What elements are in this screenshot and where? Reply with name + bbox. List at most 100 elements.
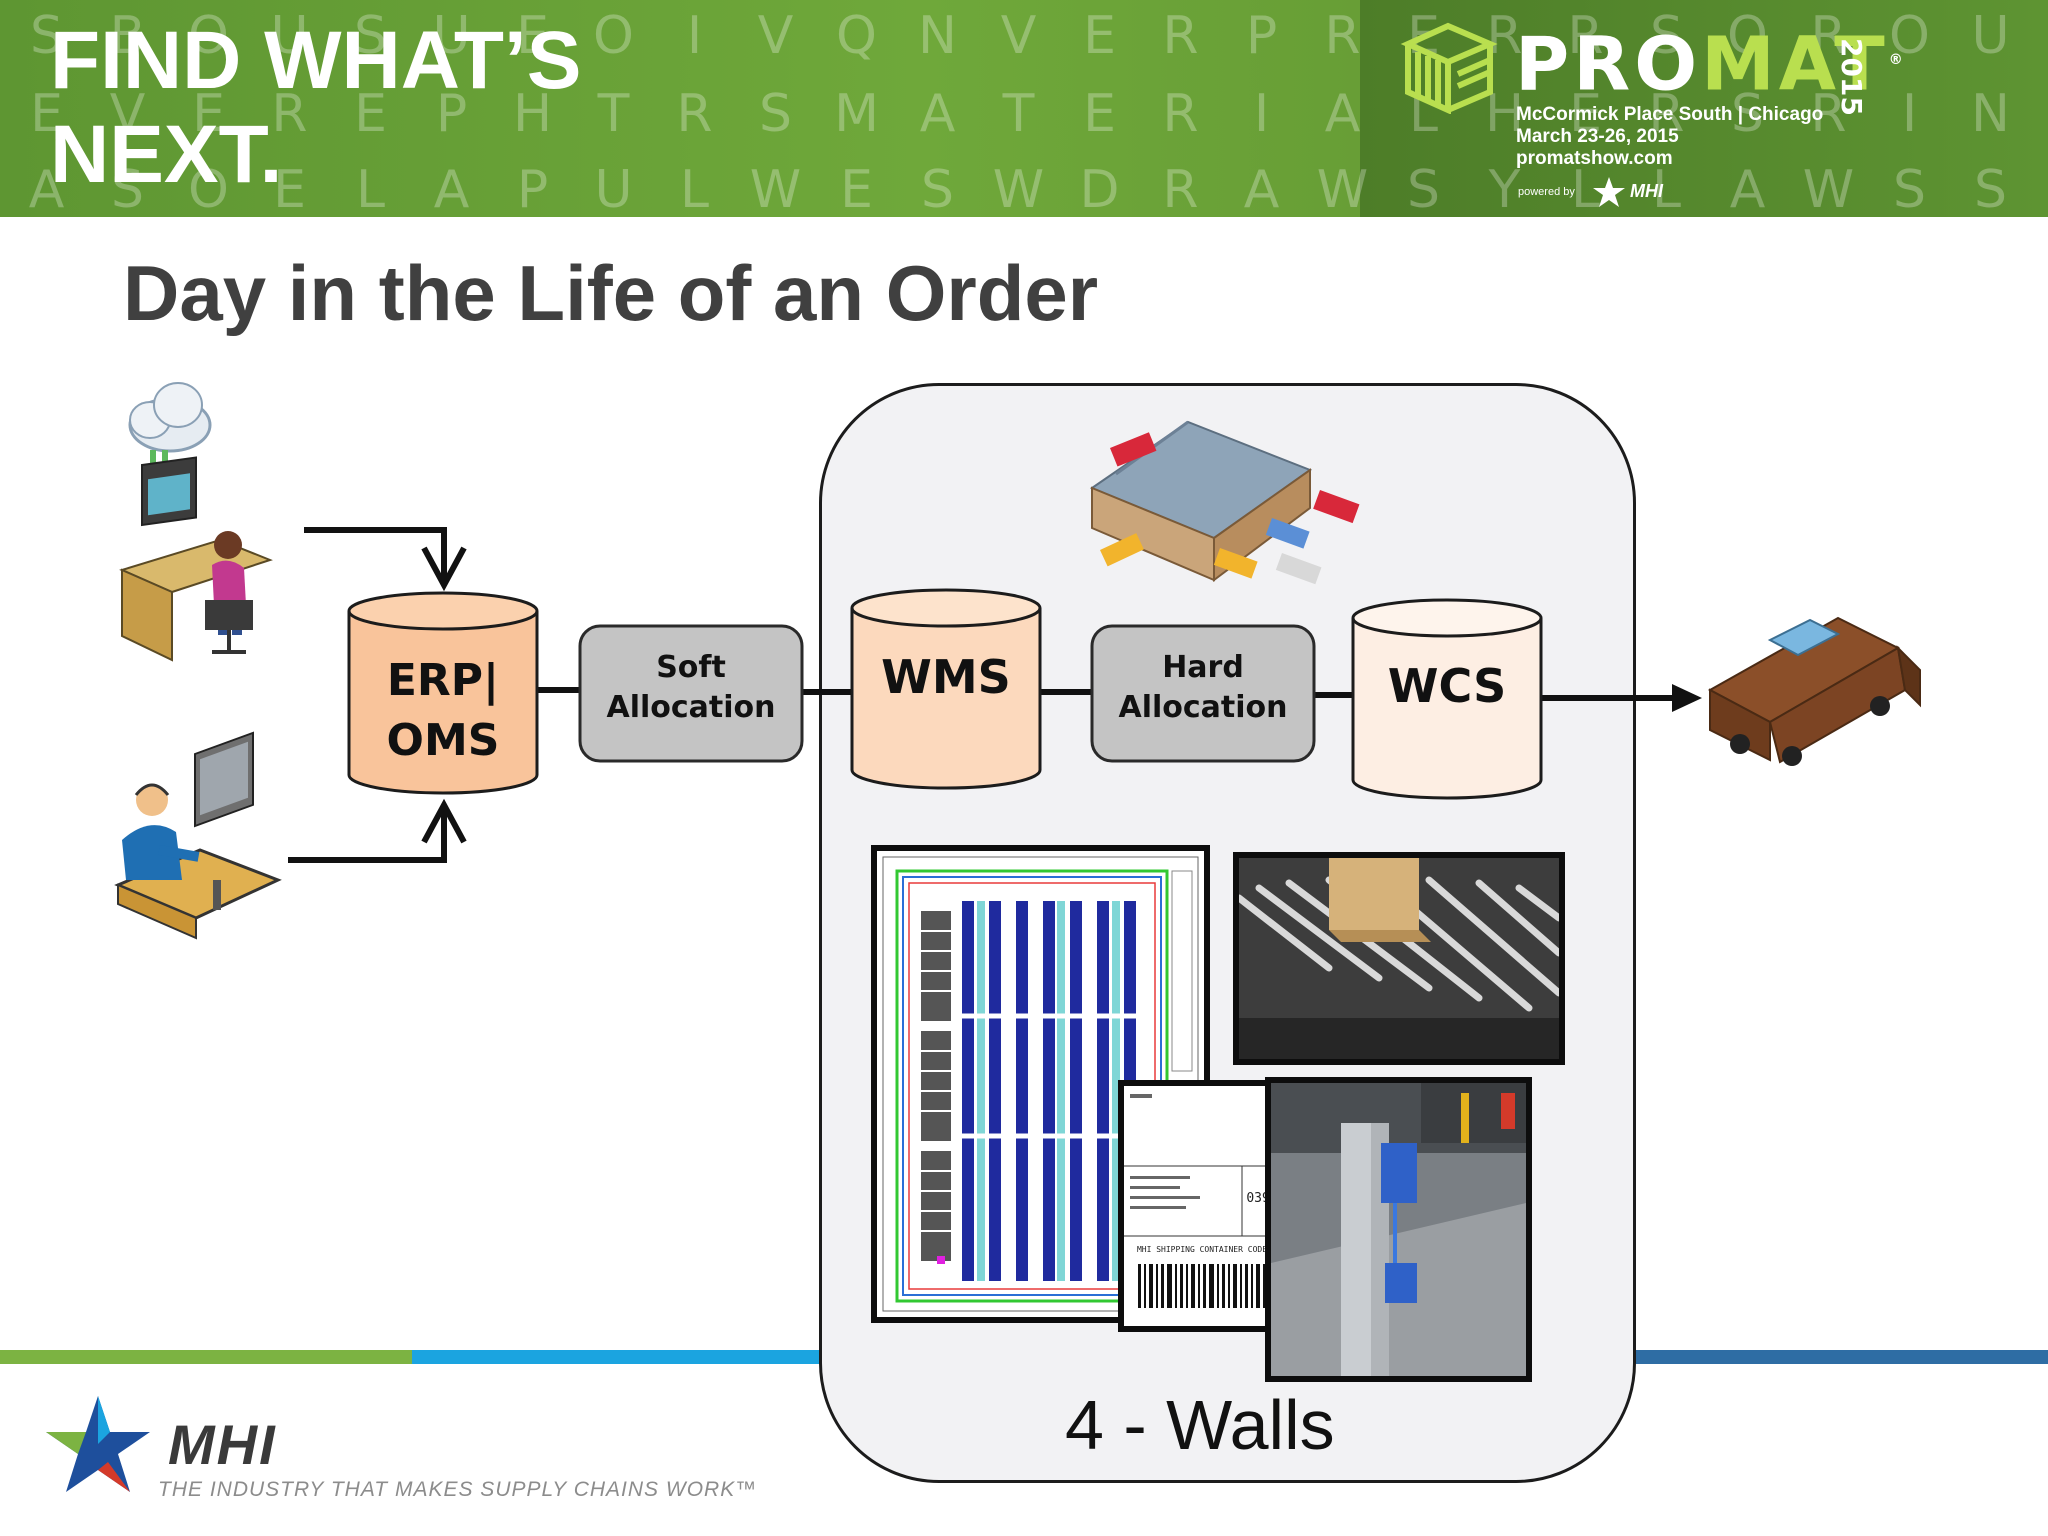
banner-letter: U — [270, 6, 309, 66]
banner-letter: U — [1971, 6, 2010, 66]
banner-letter: T — [1002, 84, 1035, 144]
promat-cube-icon — [1400, 22, 1498, 114]
mhi-star-logo-icon — [46, 1396, 150, 1492]
banner-letter: U — [594, 160, 633, 217]
banner-letter: N — [1971, 84, 2010, 144]
arrowhead-up — [421, 798, 467, 844]
promat-word-light: MAT — [1701, 21, 1889, 108]
banner-letter: I — [1253, 84, 1270, 144]
banner-letter: E — [273, 160, 306, 217]
banner-letter: I — [686, 6, 703, 66]
banner-letter: E — [1083, 84, 1116, 144]
banner-letter: W — [992, 160, 1045, 217]
banner-letter: O — [1889, 6, 1930, 66]
header-banner: SBOUSUEOIVQNVERPRERRSOROUS EVEREPHTRSMAT… — [0, 0, 2048, 217]
banner-letter: H — [512, 84, 553, 144]
scanner-photo — [1265, 1077, 1532, 1382]
banner-letter: S — [29, 6, 63, 66]
promat-word-dark: PRO — [1515, 21, 1702, 108]
barcode-icon — [1138, 1264, 1265, 1308]
banner-letter: W — [1316, 160, 1369, 217]
event-dates: March 23-26, 2015 — [1516, 126, 1679, 147]
banner-letter: S — [1406, 160, 1440, 217]
warehouse-icon — [1089, 420, 1360, 585]
banner-letter: V — [757, 6, 794, 66]
event-website: promatshow.com — [1516, 148, 1673, 169]
connector-office-to-erp — [304, 527, 447, 585]
banner-letter: E — [1083, 6, 1116, 66]
banner-letter: A — [1729, 160, 1766, 217]
banner-letter: L — [680, 160, 709, 217]
event-venue: McCormick Place South | Chicago — [1516, 104, 1824, 125]
banner-letter: U — [432, 6, 471, 66]
banner-letter: V — [1000, 6, 1037, 66]
banner-letter: D — [1079, 160, 1120, 217]
banner-letter: A — [919, 84, 956, 144]
banner-letter: R — [1810, 84, 1847, 144]
wms-cylinder: WMS — [850, 588, 1042, 790]
scanner-drawing — [1271, 1083, 1526, 1376]
banner-letter: S — [1973, 160, 2007, 217]
banner-letter: O — [593, 6, 634, 66]
call-center-agent-icon — [114, 731, 282, 940]
powered-by-label: powered by — [1518, 186, 1575, 198]
soft-allocation-line2: Allocation — [606, 690, 775, 725]
tagline: FIND WHAT’S NEXT. — [50, 14, 581, 202]
wcs-cylinder: WCS — [1351, 598, 1543, 800]
banner-letter: R — [1162, 160, 1199, 217]
banner-letter: E — [30, 84, 63, 144]
banner-letter: A — [28, 160, 65, 217]
wms-label: WMS — [881, 650, 1011, 704]
conveyor-drawing — [1239, 858, 1559, 1059]
banner-letter: S — [758, 84, 792, 144]
banner-letter: W — [1802, 160, 1855, 217]
banner-letter: R — [1324, 6, 1361, 66]
banner-letter: I — [1901, 84, 1918, 144]
mhi-tagline: THE INDUSTRY THAT MAKES SUPPLY CHAINS WO… — [158, 1478, 758, 1501]
office-worker-icon — [119, 456, 273, 662]
banner-letter: Y — [1488, 160, 1521, 217]
banner-letter: E — [840, 160, 873, 217]
banner-letter: S — [920, 160, 954, 217]
banner-letter: Q — [836, 6, 877, 66]
delivery-van-icon — [1707, 616, 1921, 766]
letter-row-1: SBOUSUEOIVQNVERPRERRSOROUS — [6, 6, 2046, 66]
banner-letter: B — [109, 6, 146, 66]
conveyor-photo — [1233, 852, 1565, 1065]
banner-letter: A — [1243, 160, 1280, 217]
banner-letter: O — [1727, 6, 1768, 66]
banner-letter: E — [1569, 84, 1602, 144]
banner-letter: S — [1892, 160, 1926, 217]
erp-oms-line1: ERP| — [387, 655, 499, 706]
letter-row-2: EVEREPHTRSMATERIALHERSRING — [6, 84, 2046, 144]
powered-by-brand: MHI — [1630, 181, 1663, 201]
banner-letter: S — [110, 160, 144, 217]
erp-oms-cylinder: ERP| OMS — [347, 591, 539, 795]
label-heading: MHI SHIPPING CONTAINER CODE — [1137, 1245, 1267, 1254]
footer-stripe-green — [0, 1350, 412, 1364]
banner-letter: P — [1245, 6, 1278, 66]
banner-letter: A — [1324, 84, 1361, 144]
soft-allocation-line1: Soft — [656, 650, 726, 685]
banner-letter: R — [676, 84, 713, 144]
arrowhead-right — [1672, 684, 1702, 712]
banner-letter: T — [597, 84, 630, 144]
banner-letter: N — [918, 6, 957, 66]
banner-letter: L — [1652, 160, 1681, 217]
slide-title: Day in the Life of an Order — [123, 249, 1099, 337]
arrowheads — [421, 546, 467, 844]
tagline-line1: FIND WHAT’S — [50, 15, 582, 106]
banner-letter: L — [356, 160, 385, 217]
banner-letter: R — [1567, 6, 1604, 66]
hard-allocation-line2: Allocation — [1118, 690, 1287, 725]
connector-call-center-to-erp — [288, 805, 447, 863]
banner-letter: E — [192, 84, 225, 144]
banner-letter: E — [354, 84, 387, 144]
banner-letter: R — [1162, 84, 1199, 144]
arrowhead-down — [421, 546, 467, 592]
banner-letter: P — [435, 84, 468, 144]
soft-allocation-box: Soft Allocation — [578, 624, 804, 763]
footer-stripe-blue — [412, 1350, 822, 1364]
hard-allocation-box: Hard Allocation — [1090, 624, 1316, 763]
